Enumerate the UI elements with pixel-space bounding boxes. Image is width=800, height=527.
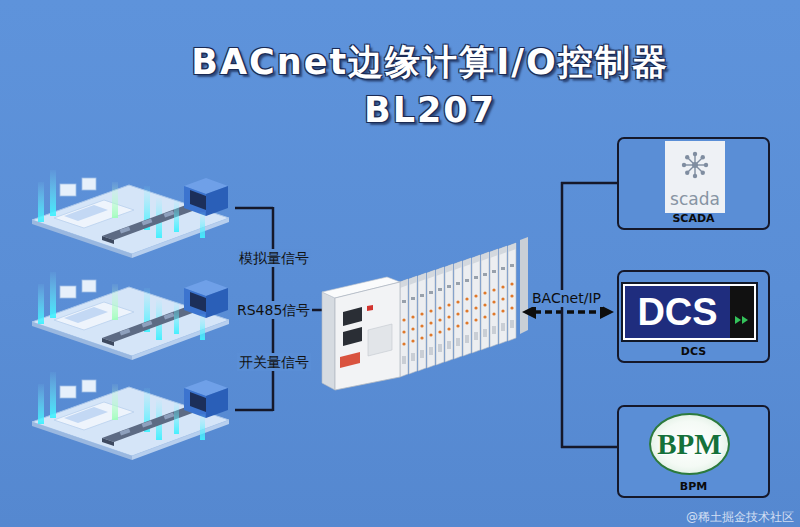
icon-dot: [693, 152, 697, 156]
protocol-label: BACnet/IP: [530, 290, 603, 307]
signal-label: 模拟量信号: [237, 249, 311, 267]
factory-illustration: [32, 272, 229, 360]
bacnet-link: [522, 182, 617, 448]
icon-dot: [701, 171, 705, 175]
logo-panel: BPM: [649, 413, 730, 475]
box-label: BPM: [619, 480, 768, 493]
icon-dot: [682, 163, 686, 167]
logo-panel: DCS: [623, 284, 756, 340]
title: BACnet边缘计算I/O控制器 BL207: [188, 38, 672, 134]
green-arrow: [742, 316, 748, 324]
logo-panel: scada: [665, 141, 725, 213]
icon-dot: [693, 174, 697, 178]
scada-icon: [665, 145, 725, 185]
watermark: @稀土掘金技术社区: [686, 510, 794, 524]
factory-illustration: [32, 170, 229, 258]
green-arrow: [735, 316, 741, 324]
icon-dot: [692, 162, 698, 168]
icon-dot: [704, 163, 708, 167]
logo-text: BPM: [651, 415, 728, 473]
system-box: scadaSCADA: [617, 137, 770, 230]
icon-dot: [685, 171, 689, 175]
signal-label: 开关量信号: [237, 353, 311, 371]
arrow-icon: [730, 286, 754, 338]
logo-text: scada: [665, 189, 725, 209]
box-label: DCS: [619, 345, 768, 358]
controller-device: [322, 237, 528, 390]
arrow-strip: [730, 286, 754, 338]
logo-text: DCS: [625, 286, 730, 338]
signal-label: RS485信号: [235, 301, 312, 319]
system-box: DCS DCS: [617, 270, 770, 363]
box-label: SCADA: [619, 212, 768, 225]
signal-bracket: [235, 207, 326, 411]
system-box: BPM BPM: [617, 405, 770, 498]
icon-dot: [701, 155, 705, 159]
icon-dot: [685, 155, 689, 159]
factory-illustration: [32, 372, 229, 460]
